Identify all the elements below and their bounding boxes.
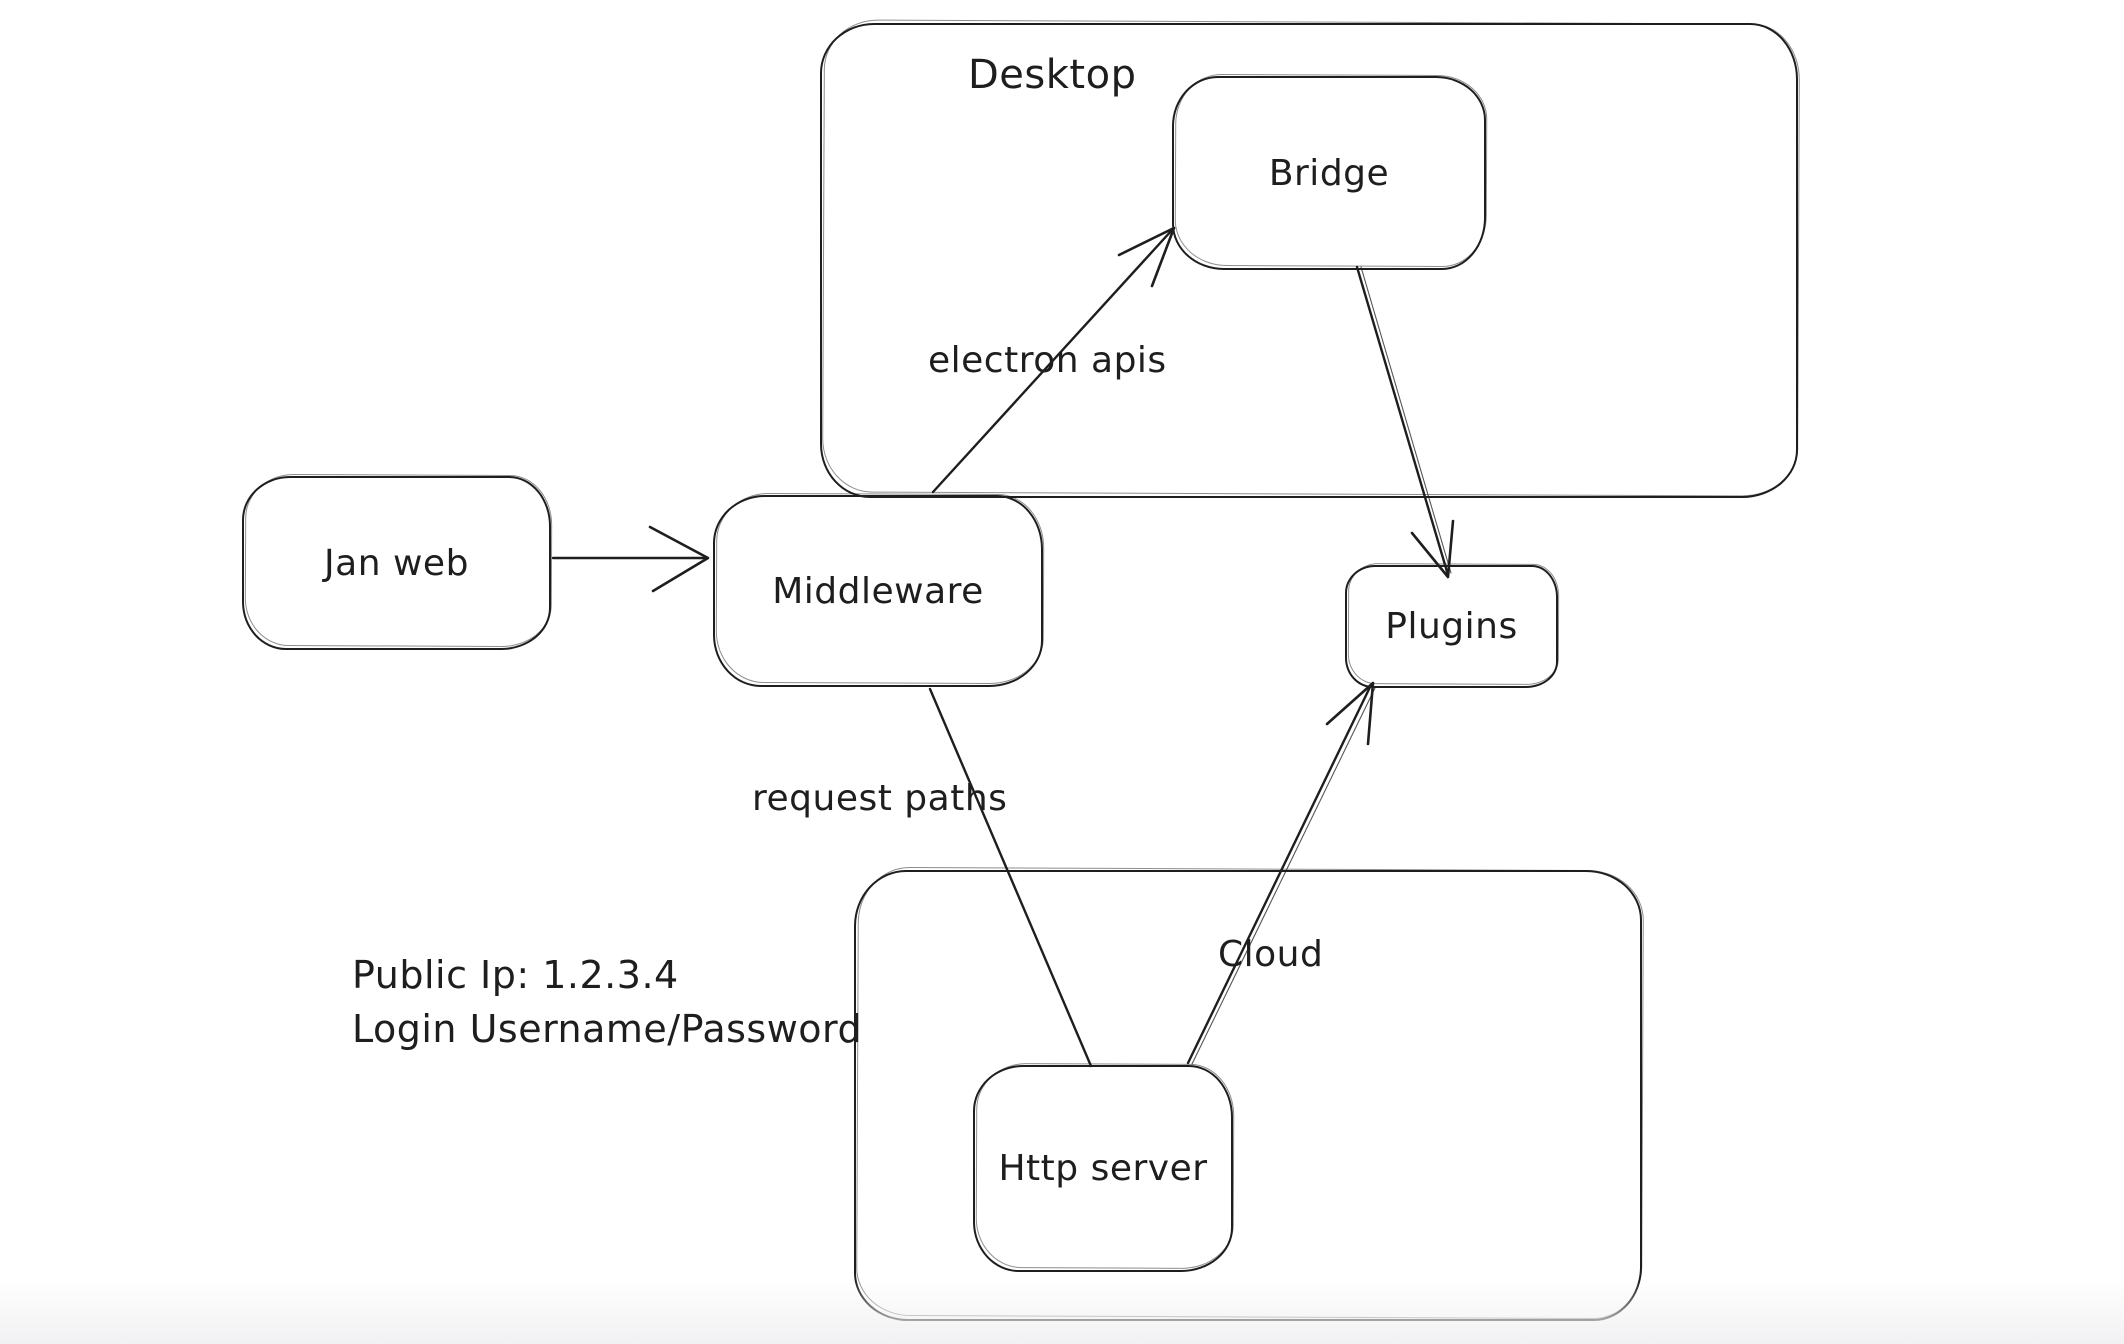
node-http-server[interactable]: Http server bbox=[973, 1065, 1233, 1272]
arrow-middleware-to-bridge[interactable] bbox=[931, 226, 1176, 494]
bridge-label: Bridge bbox=[1268, 152, 1390, 194]
public-ip-text: Public Ip: 1.2.3.4 bbox=[352, 953, 679, 997]
node-bridge[interactable]: Bridge bbox=[1172, 76, 1486, 270]
arrow-janweb-to-middleware[interactable] bbox=[551, 525, 710, 593]
node-jan-web[interactable]: Jan web bbox=[242, 476, 551, 650]
desktop-label[interactable]: Desktop bbox=[968, 52, 1137, 98]
credentials-note[interactable]: Public Ip: 1.2.3.4 Login Username/Passwo… bbox=[352, 948, 862, 1056]
line-middleware-to-httpserver[interactable] bbox=[928, 687, 1093, 1068]
edge-label-request-paths[interactable]: request paths bbox=[752, 778, 1008, 819]
container-cloud[interactable] bbox=[854, 870, 1642, 1321]
login-text: Login Username/Password bbox=[352, 1007, 863, 1051]
middleware-label: Middleware bbox=[772, 570, 984, 612]
http-server-label: Http server bbox=[998, 1148, 1208, 1189]
cloud-label[interactable]: Cloud bbox=[1218, 934, 1324, 975]
edge-label-electron-apis[interactable]: electron apis bbox=[928, 340, 1167, 381]
node-plugins[interactable]: Plugins bbox=[1345, 565, 1558, 688]
container-desktop[interactable] bbox=[820, 23, 1798, 498]
plugins-label: Plugins bbox=[1385, 606, 1518, 647]
jan-web-label: Jan web bbox=[324, 542, 469, 584]
arrow-httpserver-to-plugins[interactable] bbox=[1186, 681, 1376, 1065]
node-middleware[interactable]: Middleware bbox=[713, 495, 1043, 687]
